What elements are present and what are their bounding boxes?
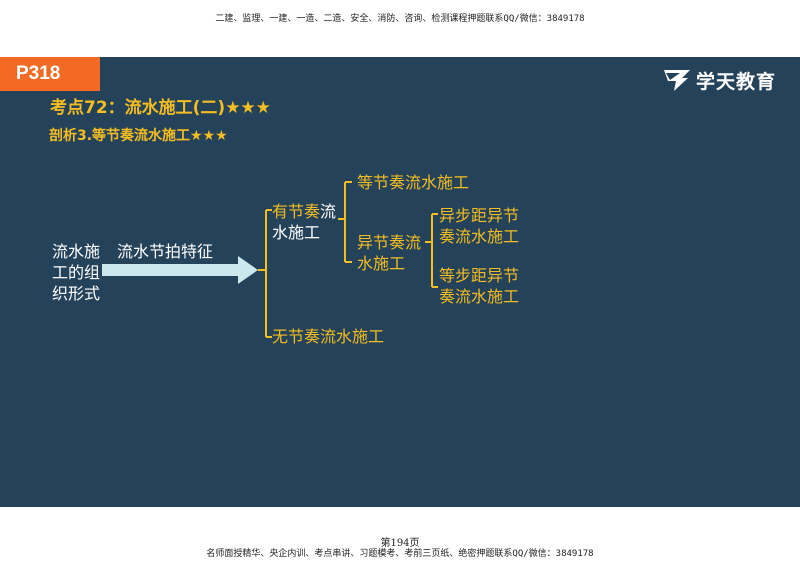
node-rhythmic-part: 水施工 (272, 223, 321, 242)
brand-logo: 学天教育 (662, 67, 776, 93)
page-header: 二建、监理、一建、一造、二造、安全、消防、咨询、检测课程押题联系QQ/微信：38… (215, 14, 585, 24)
arrow-shaft (102, 264, 240, 276)
node-unequal-rhythm: 异节奏流 水施工 (357, 232, 421, 274)
node-unequal-rhythm-line: 水施工 (357, 254, 406, 273)
page-number: 第194页 (380, 538, 420, 549)
arrow-label: 流水节拍特征 (117, 242, 214, 261)
node-equal-step-line: 等步距异节 (439, 266, 520, 285)
brand-logo-text: 学天教育 (696, 70, 777, 93)
bracket-level-1 (258, 209, 272, 338)
bracket-level-3 (425, 213, 438, 288)
node-unequal-step-line: 异步距异节 (439, 206, 520, 225)
node-equal-rhythm: 等节奏流水施工 (357, 173, 470, 192)
node-equal-step-line: 奏流水施工 (439, 287, 520, 306)
node-unequal-rhythm-line: 异节奏流 (357, 233, 422, 252)
slide-subtitle: 剖析3.等节奏流水施工★★★ (49, 128, 228, 144)
node-rhythmic-part: 有节奏 (272, 202, 321, 221)
tree-connectors (102, 181, 438, 338)
node-unequal-step-line: 奏流水施工 (439, 227, 520, 246)
bracket-level-2 (338, 181, 352, 263)
root-node: 流水施 工的组 织形式 (52, 241, 100, 304)
page-footer: 名师面授精华、央企内训、考点串讲、习题模考、考前三页纸、绝密押题联系QQ/微信：… (206, 549, 594, 559)
page-badge: P318 (0, 57, 100, 91)
slide-title: 考点72：流水施工(二)★★★ (50, 98, 271, 118)
root-line: 流水施 (52, 242, 101, 261)
node-nonrhythmic: 无节奏流水施工 (272, 327, 385, 346)
node-equal-step: 等步距异节 奏流水施工 (439, 265, 519, 307)
root-line: 织形式 (52, 284, 101, 303)
root-line: 工的组 (52, 263, 101, 282)
node-unequal-step: 异步距异节 奏流水施工 (439, 205, 519, 247)
slide: P318 学天教育 考点72：流水施工(二)★★★ 剖析3.等节奏流水施工★★★ (0, 57, 800, 507)
brand-logo-icon (664, 70, 690, 91)
arrow-head (238, 256, 258, 284)
node-rhythmic: 有节奏流 水施工 (272, 201, 336, 243)
node-rhythmic-part: 流 (320, 202, 337, 221)
